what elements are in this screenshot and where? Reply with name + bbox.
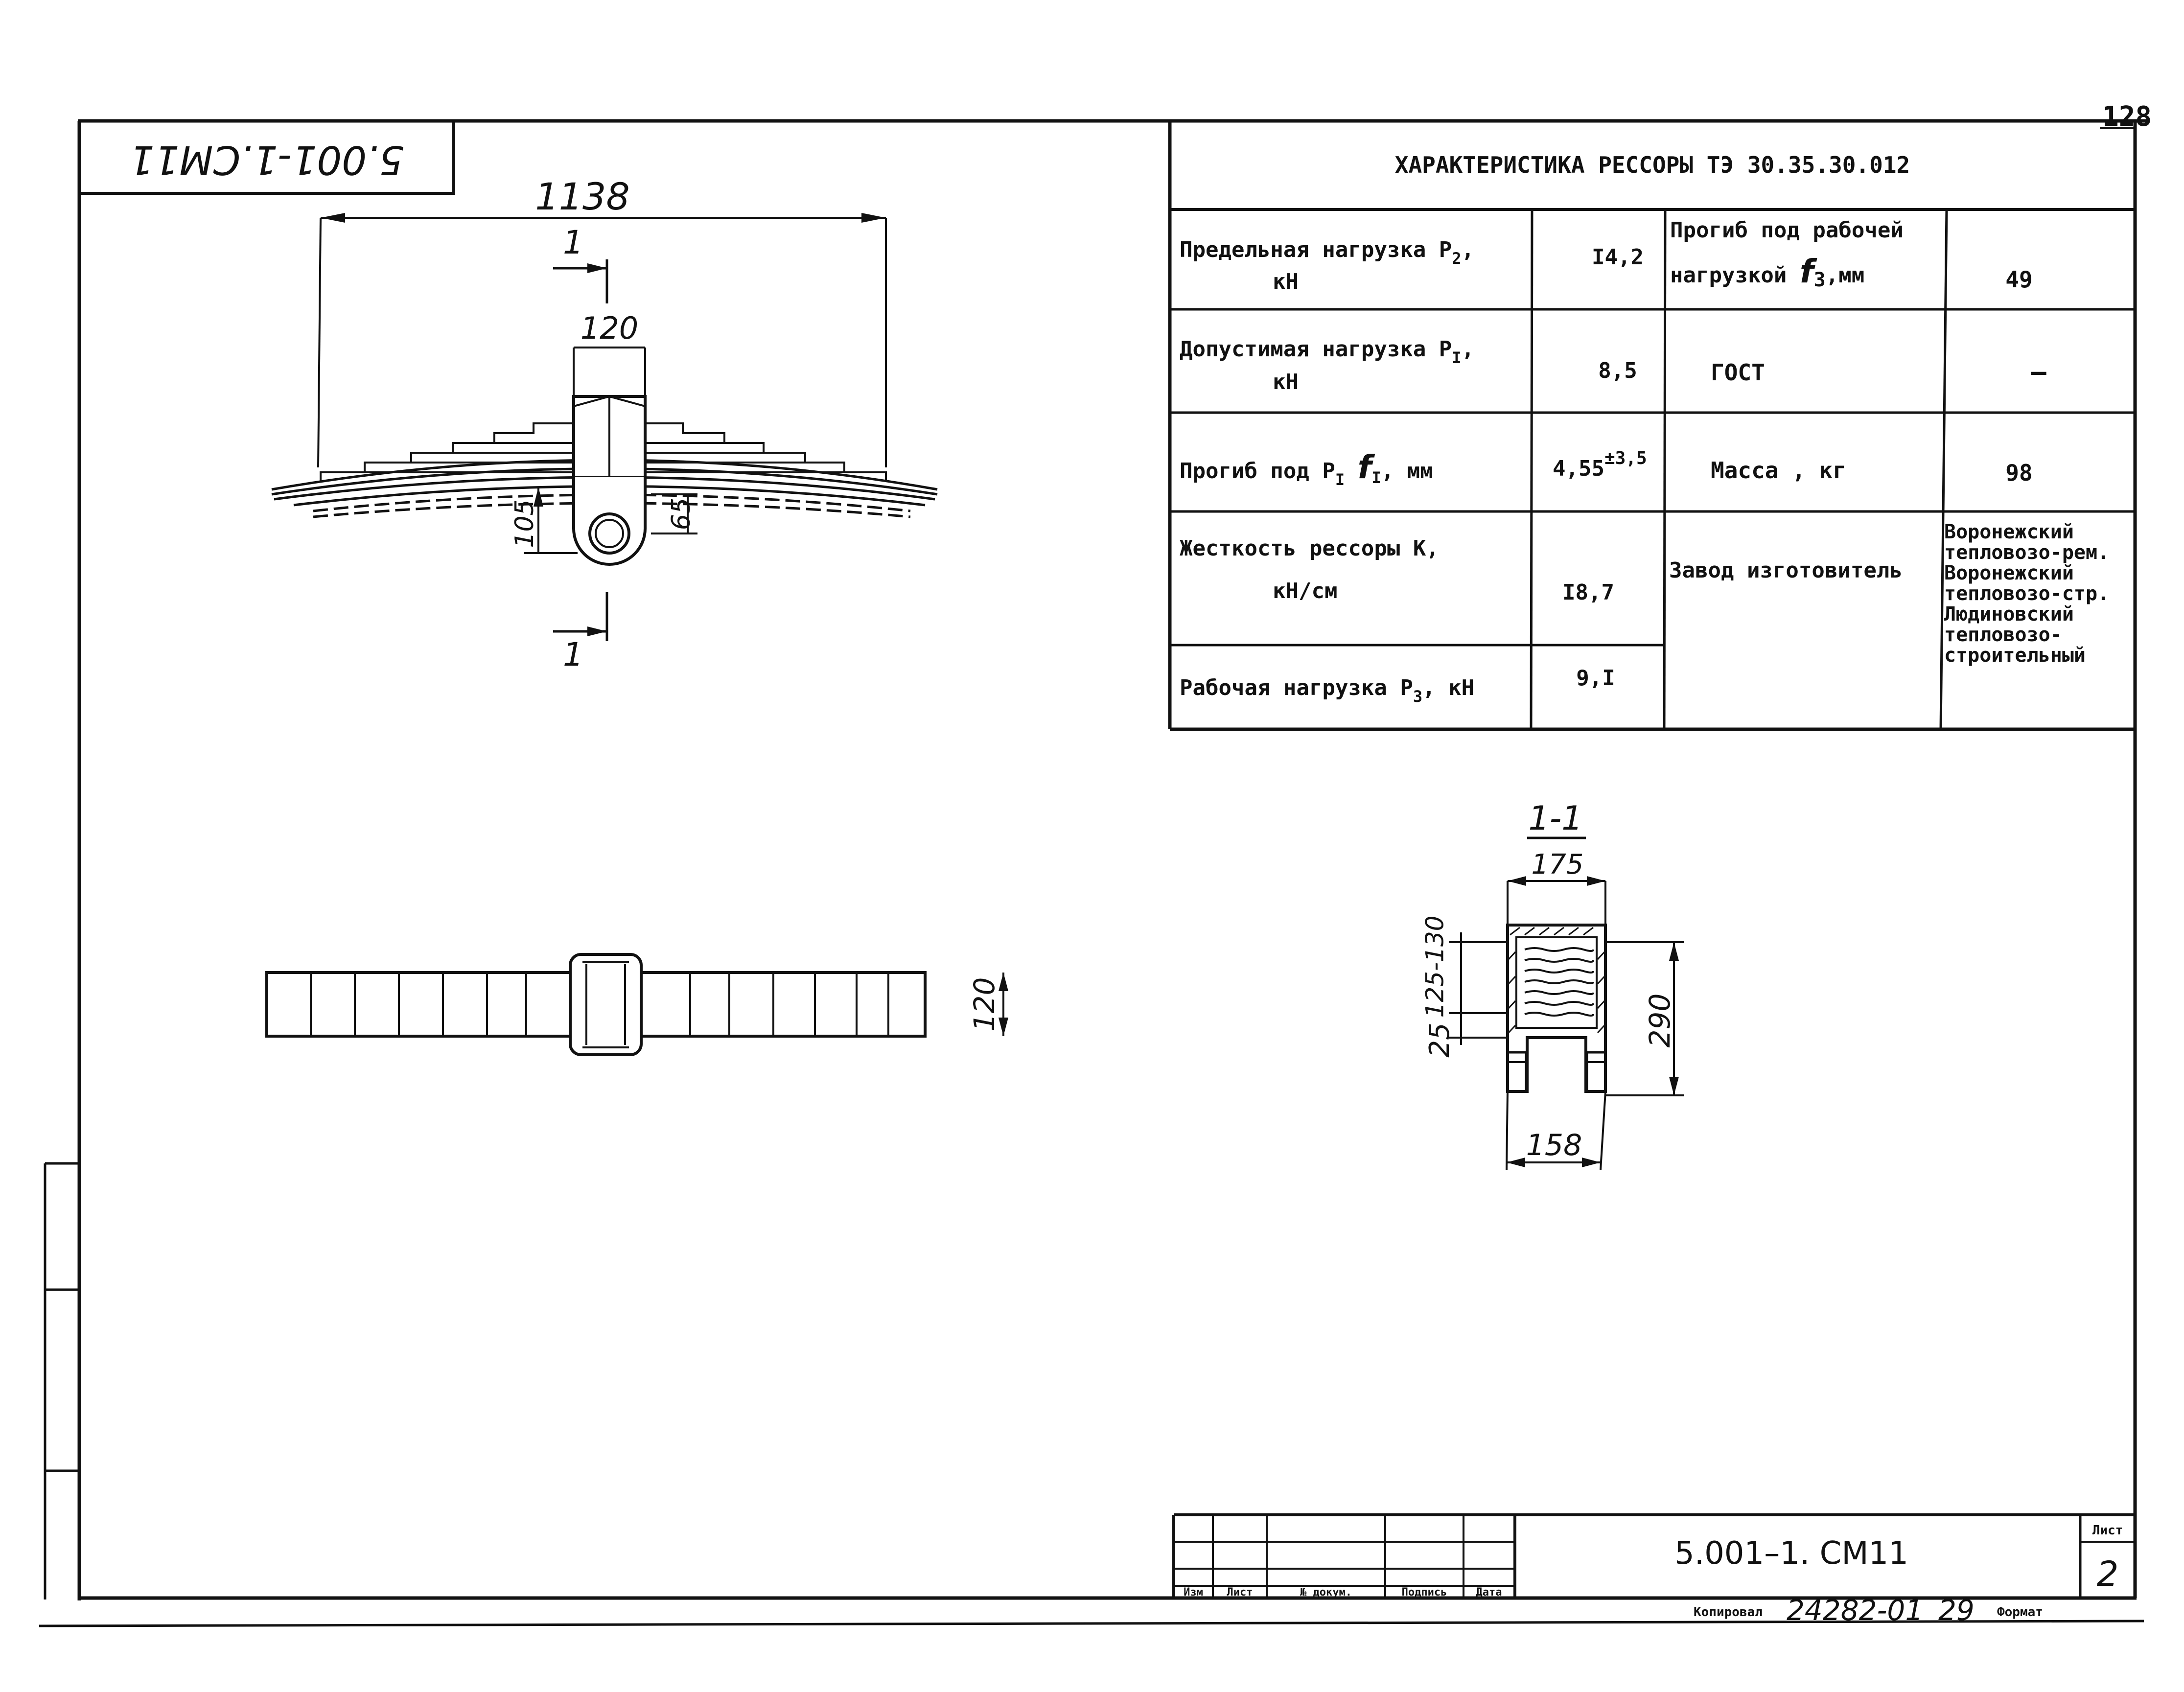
row1-unit: кН (1273, 269, 1299, 294)
section-leaves (1524, 947, 1594, 1017)
spring-elevation-view: 1138 1 120 (271, 175, 938, 673)
row3-param: Масса , кг (1711, 457, 1846, 484)
section-1-1-view: 1-1 175 (1421, 799, 1684, 1170)
row5-value: 9,I (1576, 666, 1615, 691)
spring-plan-view: 120 (265, 953, 1008, 1056)
dim-section-height: 290 (1643, 994, 1676, 1048)
dim-section-left-upper: 125-130 (1421, 916, 1449, 1018)
section-hatch (1508, 927, 1605, 1034)
row4-value: I8,7 (1562, 580, 1614, 605)
row5-label: Рабочая нагрузка Р3, кН (1180, 675, 1474, 706)
leaf-steps (320, 422, 887, 482)
row2-value: 8,5 (1598, 358, 1637, 383)
row3-label: Прогиб под РI fI, мм (1180, 448, 1433, 489)
sheet-frame (39, 119, 2148, 1627)
dim-camber: 105 (510, 499, 539, 548)
svg-text:строительный: строительный (1944, 644, 2086, 667)
svg-text:Воронежский: Воронежский (1944, 521, 2074, 543)
sheet-number: 2 (2097, 1554, 2119, 1594)
dim-plan-width: 120 (968, 977, 1001, 1032)
characteristics-table: ХАРАКТЕРИСТИКА РЕССОРЫ ТЭ 30.35.30.012 П… (1168, 121, 2135, 731)
footer: Копировал 24282-01 29 Формат (1694, 1594, 2043, 1627)
row1-value: I4,2 (1592, 245, 1644, 270)
order-number: 24282-01 (1787, 1594, 1923, 1627)
svg-text:Воронежский: Воронежский (1944, 562, 2074, 584)
row4-label: Жесткость рессоры К, (1180, 536, 1439, 561)
section-mark-top: 1 (563, 224, 583, 261)
dim-section-left-lower: 25 (1424, 1022, 1456, 1057)
title-block: Изм Лист № докум. Подпись Дата 5.001–1. … (1172, 1513, 2135, 1599)
header-sign: Подпись (1402, 1586, 1447, 1599)
row1-label: Предельная нагрузка Р2, (1180, 237, 1474, 268)
row2-param: ГОСТ (1711, 359, 1765, 386)
svg-text:тепловозо-рем.: тепловозо-рем. (1944, 541, 2109, 564)
svg-text:тепловозо-стр.: тепловозо-стр. (1944, 582, 2109, 605)
stamp-box: 5.001-1.СМ11 (78, 119, 455, 195)
copy-number: 29 (1938, 1594, 1975, 1627)
svg-text:Людиновский: Людиновский (1944, 603, 2074, 626)
row1-param-line2: нагрузкой f3,мм (1670, 253, 1864, 291)
row3-param-value: 98 (2005, 460, 2032, 486)
section-mark-bottom: 1 (563, 636, 583, 673)
row4-param: Завод изготовитель (1669, 558, 1903, 583)
table-title: ХАРАКТЕРИСТИКА РЕССОРЫ ТЭ 30.35.30.012 (1395, 152, 1910, 178)
dim-overall-length: 1138 (535, 175, 629, 218)
header-izm: Изм (1184, 1586, 1203, 1599)
row2-param-value: — (2031, 357, 2046, 387)
row1-param-value: 49 (2005, 266, 2032, 293)
row4-unit: кН/см (1273, 579, 1337, 603)
format-label: Формат (1997, 1605, 2043, 1620)
row1-param-line1: Прогиб под рабочей (1670, 218, 1904, 243)
header-list: Лист (1227, 1586, 1253, 1599)
header-doc: № докум. (1300, 1586, 1352, 1599)
dim-eye-height: 65 (667, 498, 696, 530)
title-code: 5.001–1. СМ11 (1674, 1535, 1908, 1572)
row2-label: Допустимая нагрузка РI, (1180, 337, 1474, 367)
header-date: Дата (1476, 1586, 1502, 1599)
svg-text:тепловозо-: тепловозо- (1944, 624, 2062, 646)
dim-clamp-width: 120 (581, 310, 638, 346)
sheet-label: Лист (2092, 1523, 2123, 1538)
copied-label: Копировал (1694, 1605, 1763, 1620)
stamp-code: 5.001-1.СМ11 (130, 137, 404, 183)
manufacturer-list: Воронежский тепловозо-рем. Воронежский т… (1944, 521, 2109, 667)
row3-value: 4,55±3,5 (1553, 448, 1647, 481)
section-title: 1-1 (1528, 799, 1582, 838)
dim-section-top: 175 (1532, 849, 1584, 881)
dim-section-bottom: 158 (1526, 1128, 1582, 1162)
row2-unit: кН (1273, 370, 1299, 394)
